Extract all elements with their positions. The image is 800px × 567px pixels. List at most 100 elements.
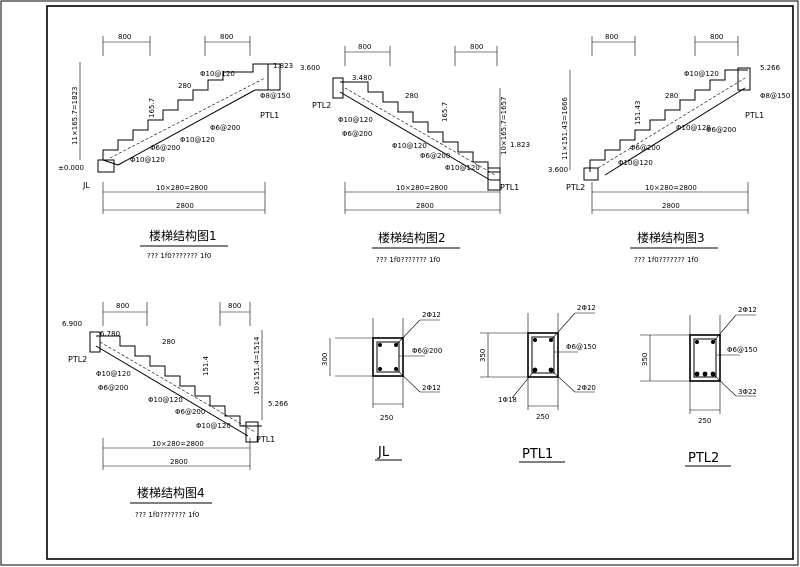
stair-steps xyxy=(340,81,500,173)
beam-ptl1 xyxy=(737,67,751,91)
drawing-title: 楼梯结构图4 xyxy=(137,485,205,500)
rebar-label: Φ10@120 xyxy=(180,136,215,144)
beam-high-label: PTL1 xyxy=(260,111,279,120)
rebar-label: 280 xyxy=(178,82,191,90)
dim-top-left: 800 xyxy=(118,33,131,41)
beam-low-label: PTL1 xyxy=(256,435,275,444)
rebar-label: Φ10@120 xyxy=(618,159,653,167)
rebar-label: 151.4 xyxy=(202,355,210,376)
dim-top-right: 800 xyxy=(470,43,483,51)
vert-dim: 10×151.4=1514 xyxy=(253,336,261,395)
beam-ptl1 xyxy=(487,167,501,191)
top-bars: 2Φ12 xyxy=(577,304,596,312)
rebar-label: 280 xyxy=(162,338,175,346)
rebar-label: Φ6@200 xyxy=(98,384,128,392)
rebar-label: 165.7 xyxy=(148,98,156,118)
level-high: 3.600 xyxy=(300,64,320,72)
section-name: JL xyxy=(377,445,390,460)
rebar-label: Φ10@120 xyxy=(338,116,373,124)
beam-high-label: PTL2 xyxy=(68,355,87,364)
rebar-label: Φ10@120 xyxy=(676,124,711,132)
rebar-label: Φ6@200 xyxy=(175,408,205,416)
beam-ptl2 xyxy=(332,77,344,99)
drawing-title: 楼梯结构图1 xyxy=(149,228,217,243)
beam-jl xyxy=(97,159,115,173)
sheet-inner-frame xyxy=(46,5,794,560)
section-width: 250 xyxy=(698,417,711,425)
dim-top-left: 800 xyxy=(605,33,618,41)
rebar-label: Φ10@120 xyxy=(196,422,231,430)
level-high: 6.900 xyxy=(62,320,82,328)
level-low: 3.600 xyxy=(548,166,568,174)
rebar-label: Φ6@200 xyxy=(630,144,660,152)
stair-drawing-4: 800 800 10×151.4=1514 6.900 6.780 5.266 … xyxy=(62,302,289,519)
section-ptl2: 350 250 2Φ12 Φ6@150 3Φ22 PTL2 xyxy=(640,306,757,467)
top-bars: 2Φ12 xyxy=(738,306,757,314)
step-dim: 10×280=2800 xyxy=(152,440,204,448)
beam-ptl2 xyxy=(89,331,101,353)
stair-drawing-2: 800 800 10×165.7=1657 3.600 3.480 1.823 … xyxy=(300,43,530,264)
drawing-title: 楼梯结构图2 xyxy=(378,230,446,245)
stirrup: Φ6@150 xyxy=(727,346,757,354)
rebar-label: Φ8@150 xyxy=(260,92,290,100)
rebar-label: Φ10@120 xyxy=(200,70,235,78)
beam-ptl1 xyxy=(245,421,259,443)
beam-low-label: PTL1 xyxy=(500,183,519,192)
rebar-label: Φ10@120 xyxy=(392,142,427,150)
beam-high-label: PTL1 xyxy=(745,111,764,120)
step-dim: 10×280=2800 xyxy=(645,184,697,192)
rebar-label: Φ6@200 xyxy=(420,152,450,160)
section-height: 300 xyxy=(321,353,329,366)
rebar-label: Φ10@120 xyxy=(445,164,480,172)
vert-dim: 11×165.7=1823 xyxy=(71,87,79,146)
bottom-bars: 2Φ12 xyxy=(422,384,441,392)
rebar-label: Φ10@120 xyxy=(684,70,719,78)
section-name: PTL2 xyxy=(688,451,719,466)
drawing-subtitle: ??? 1f0??????? 1f0 xyxy=(135,511,199,519)
rebar-label: Φ10@120 xyxy=(96,370,131,378)
beam-low-label: JL xyxy=(82,181,90,190)
beam-high-label: PTL2 xyxy=(312,101,331,110)
rebar-label: 151.43 xyxy=(634,101,642,126)
section-name: PTL1 xyxy=(522,447,553,462)
dim-top-right: 800 xyxy=(228,302,241,310)
level-high: 1.823 xyxy=(273,62,293,70)
dim-top-right: 800 xyxy=(710,33,723,41)
stair-steps xyxy=(96,335,262,427)
level-low: 1.823 xyxy=(510,141,530,149)
vert-dim: 11×151.43=1666 xyxy=(561,97,569,160)
drawing-subtitle: ??? 1f0??????? 1f0 xyxy=(634,256,698,264)
total-dim: 2800 xyxy=(176,202,194,210)
level-mid: 6.780 xyxy=(100,330,120,338)
bottom-bars: 2Φ20 xyxy=(577,384,596,392)
level-high: 5.266 xyxy=(760,64,781,72)
rebar-label: Φ10@120 xyxy=(130,156,165,164)
section-width: 250 xyxy=(536,413,549,421)
rebar-label: Φ6@200 xyxy=(150,144,180,152)
drawing-subtitle: ??? 1f0??????? 1f0 xyxy=(376,256,440,264)
section-height: 350 xyxy=(479,349,487,362)
rebar-label: 165.7 xyxy=(441,102,449,122)
bottom-bars: 3Φ22 xyxy=(738,388,757,396)
step-dim: 10×280=2800 xyxy=(156,184,208,192)
rebar-label: Φ6@200 xyxy=(210,124,240,132)
beam-ptl1 xyxy=(267,63,281,91)
rebar-label: 280 xyxy=(405,92,418,100)
drawing-title: 楼梯结构图3 xyxy=(637,230,705,245)
dim-top-right: 800 xyxy=(220,33,233,41)
top-bars: 2Φ12 xyxy=(422,311,441,319)
stair-drawing-1: 800 800 11×165.7=1823 ±0.000 1.823 JL PT… xyxy=(58,33,293,260)
rebar-label: Φ8@150 xyxy=(760,92,790,100)
dim-top-left: 800 xyxy=(358,43,371,51)
drawing-subtitle: ??? 1f0??????? 1f0 xyxy=(147,252,211,260)
rebar-label: 280 xyxy=(665,92,678,100)
total-dim: 2800 xyxy=(170,458,188,466)
step-dim: 10×280=2800 xyxy=(396,184,448,192)
stair-steps xyxy=(102,63,275,160)
vert-dim: 10×165.7=1657 xyxy=(500,97,508,156)
section-jl: 300 250 2Φ12 Φ6@200 2Φ12 JL xyxy=(321,311,442,461)
level-low: 5.266 xyxy=(268,400,289,408)
level-low: ±0.000 xyxy=(58,164,84,172)
